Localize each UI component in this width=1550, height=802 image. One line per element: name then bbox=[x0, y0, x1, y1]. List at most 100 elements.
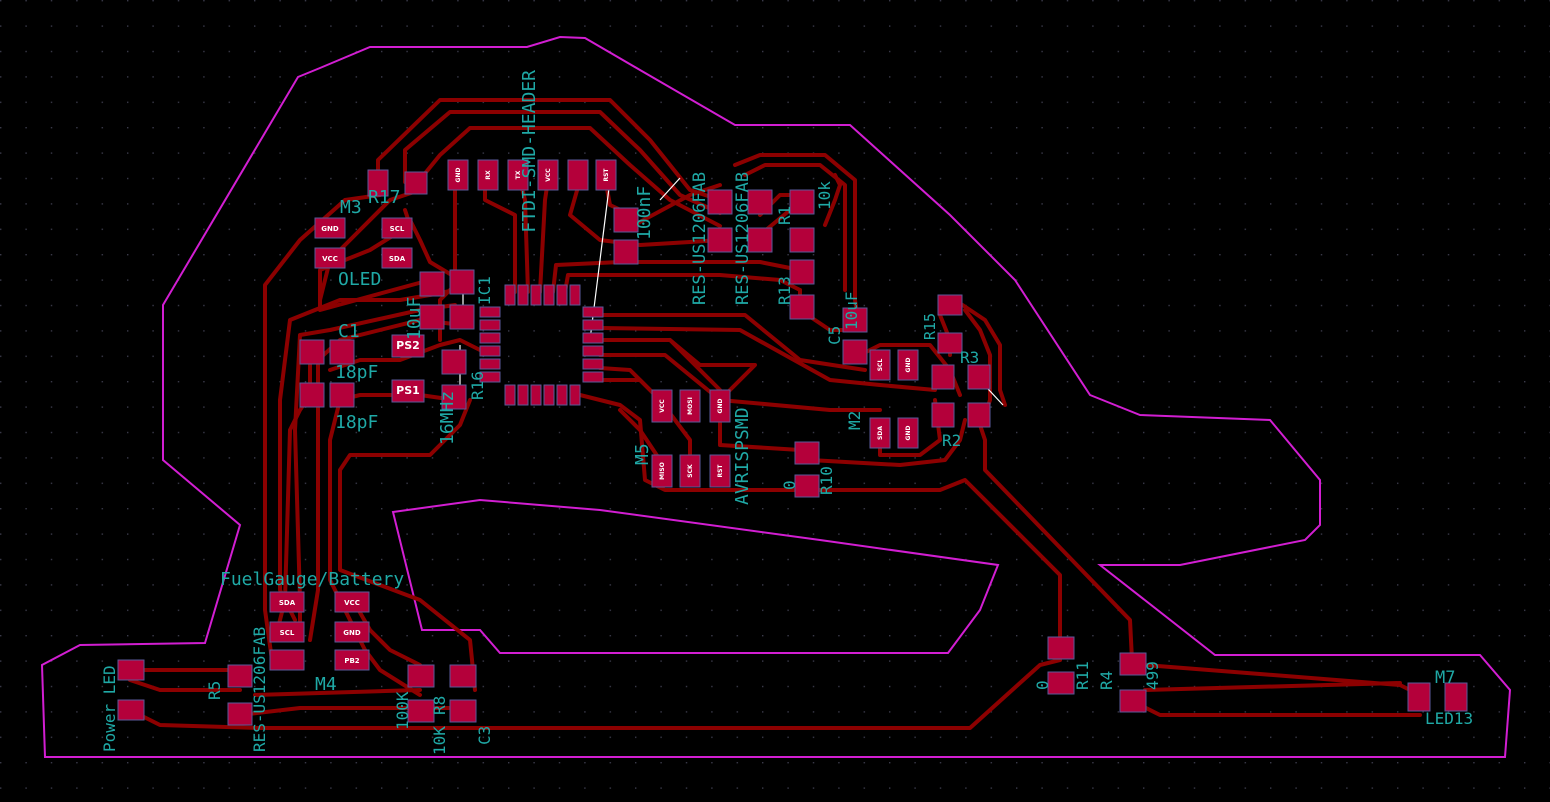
component-pad[interactable] bbox=[504, 284, 516, 306]
component-pad[interactable] bbox=[651, 389, 673, 423]
component-pad[interactable] bbox=[794, 441, 820, 465]
component-pad[interactable] bbox=[543, 384, 555, 406]
component-pad[interactable] bbox=[569, 284, 581, 306]
component-pad[interactable] bbox=[1119, 652, 1147, 676]
component-pad[interactable] bbox=[314, 247, 346, 269]
component-pad[interactable] bbox=[931, 364, 955, 390]
component-pad[interactable] bbox=[869, 417, 891, 449]
component-pad[interactable] bbox=[1047, 636, 1075, 660]
component-pad[interactable] bbox=[556, 284, 568, 306]
component-pad[interactable] bbox=[1444, 682, 1468, 712]
component-pad[interactable] bbox=[479, 371, 501, 383]
component-pad[interactable] bbox=[582, 306, 604, 318]
component-pad[interactable] bbox=[707, 227, 733, 253]
component-pad[interactable] bbox=[449, 269, 475, 295]
component-pad[interactable] bbox=[567, 159, 589, 191]
component-pad[interactable] bbox=[1047, 671, 1075, 695]
component-pad[interactable] bbox=[329, 339, 355, 365]
component-pad[interactable] bbox=[441, 384, 467, 410]
component-pad[interactable] bbox=[517, 384, 529, 406]
component-pad[interactable] bbox=[595, 159, 617, 191]
component-pad[interactable] bbox=[334, 621, 370, 643]
component-pad[interactable] bbox=[334, 591, 370, 613]
component-pad[interactable] bbox=[404, 171, 428, 195]
component-pad[interactable] bbox=[507, 159, 529, 191]
component-pad[interactable] bbox=[517, 284, 529, 306]
component-pad[interactable] bbox=[367, 169, 389, 197]
component-pad[interactable] bbox=[679, 454, 701, 488]
component-pad[interactable] bbox=[613, 239, 639, 265]
component-pad[interactable] bbox=[842, 307, 868, 333]
component-pad[interactable] bbox=[537, 159, 559, 191]
component-pad[interactable] bbox=[407, 699, 435, 723]
component-pad[interactable] bbox=[937, 332, 963, 354]
component-pad[interactable] bbox=[582, 345, 604, 357]
component-pad[interactable] bbox=[479, 319, 501, 331]
component-pad[interactable] bbox=[679, 389, 701, 423]
component-pad[interactable] bbox=[117, 699, 145, 721]
component-pad[interactable] bbox=[419, 271, 445, 297]
component-pad[interactable] bbox=[314, 217, 346, 239]
component-pad[interactable] bbox=[334, 649, 370, 671]
component-pad[interactable] bbox=[869, 349, 891, 381]
component-pad[interactable] bbox=[299, 339, 325, 365]
component-pad[interactable] bbox=[967, 402, 991, 428]
component-pad[interactable] bbox=[1407, 682, 1431, 712]
component-pad[interactable] bbox=[407, 664, 435, 688]
component-pad[interactable] bbox=[299, 382, 325, 408]
component-pad[interactable] bbox=[227, 702, 253, 726]
component-pad[interactable] bbox=[556, 384, 568, 406]
board-outline[interactable] bbox=[40, 35, 1512, 758]
component-pad[interactable] bbox=[937, 294, 963, 316]
component-pad[interactable] bbox=[789, 294, 815, 320]
component-pad[interactable] bbox=[530, 384, 542, 406]
component-pad[interactable] bbox=[842, 339, 868, 365]
component-pad[interactable] bbox=[530, 284, 542, 306]
component-pad[interactable] bbox=[543, 284, 555, 306]
component-pad[interactable] bbox=[477, 159, 499, 191]
component-pad[interactable] bbox=[227, 664, 253, 688]
component-pad[interactable] bbox=[897, 349, 919, 381]
component-pad[interactable] bbox=[504, 384, 516, 406]
component-pad[interactable] bbox=[269, 621, 305, 643]
component-pad[interactable] bbox=[931, 402, 955, 428]
component-pad[interactable] bbox=[381, 217, 413, 239]
component-pad[interactable] bbox=[897, 417, 919, 449]
component-pad[interactable] bbox=[613, 207, 639, 233]
component-pad[interactable] bbox=[582, 358, 604, 370]
component-pad[interactable] bbox=[479, 332, 501, 344]
component-pad[interactable] bbox=[1119, 689, 1147, 713]
component-pad[interactable] bbox=[391, 379, 425, 403]
component-pad[interactable] bbox=[447, 159, 469, 191]
component-pad[interactable] bbox=[794, 474, 820, 498]
component-pad[interactable] bbox=[789, 189, 815, 215]
component-pad[interactable] bbox=[441, 349, 467, 375]
component-pad[interactable] bbox=[747, 189, 773, 215]
component-pad[interactable] bbox=[967, 364, 991, 390]
component-pad[interactable] bbox=[269, 649, 305, 671]
component-pad[interactable] bbox=[479, 345, 501, 357]
component-pad[interactable] bbox=[709, 454, 731, 488]
component-pad[interactable] bbox=[582, 319, 604, 331]
component-pad[interactable] bbox=[651, 454, 673, 488]
component-pad[interactable] bbox=[329, 382, 355, 408]
component-pad[interactable] bbox=[789, 227, 815, 253]
component-pad[interactable] bbox=[269, 591, 305, 613]
component-pad[interactable] bbox=[582, 332, 604, 344]
component-pad[interactable] bbox=[569, 384, 581, 406]
component-pad[interactable] bbox=[117, 659, 145, 681]
component-pad[interactable] bbox=[789, 259, 815, 285]
component-pad[interactable] bbox=[449, 664, 477, 688]
component-pad[interactable] bbox=[391, 334, 425, 358]
component-pad[interactable] bbox=[479, 306, 501, 318]
component-pad[interactable] bbox=[479, 358, 501, 370]
component-pad[interactable] bbox=[709, 389, 731, 423]
component-pad[interactable] bbox=[449, 304, 475, 330]
component-pad[interactable] bbox=[747, 227, 773, 253]
component-pad[interactable] bbox=[707, 189, 733, 215]
component-pad[interactable] bbox=[381, 247, 413, 269]
component-pad[interactable] bbox=[449, 699, 477, 723]
component-pad[interactable] bbox=[582, 371, 604, 383]
